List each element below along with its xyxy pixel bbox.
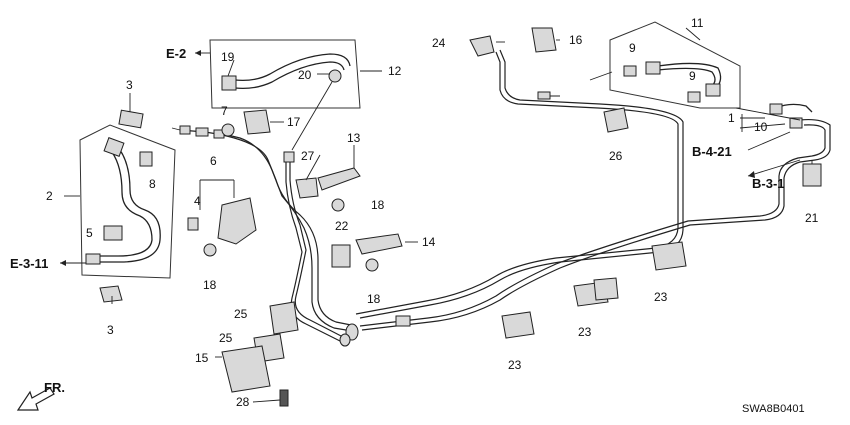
left-hose-assembly — [79, 109, 176, 303]
callout-16: 16 — [569, 33, 583, 47]
callout-18-c: 18 — [203, 278, 217, 292]
part-1-fittings — [739, 103, 813, 132]
callout-25-a: 25 — [234, 307, 248, 321]
callout-1: 1 — [728, 111, 735, 125]
callout-28: 28 — [236, 395, 250, 409]
callout-25-b: 25 — [219, 331, 233, 345]
callout-9-top: 9 — [629, 41, 636, 55]
part-11-assembly — [609, 21, 741, 109]
part-12-hose — [209, 39, 361, 151]
callout-6: 6 — [210, 154, 217, 168]
leader-lines — [64, 27, 801, 403]
callout-22: 22 — [335, 219, 349, 233]
callout-23-a: 23 — [508, 358, 522, 372]
callout-14: 14 — [422, 235, 436, 249]
part-21 — [802, 163, 822, 187]
callout-20: 20 — [298, 68, 312, 82]
callout-3-top: 3 — [126, 78, 133, 92]
ref-e311[interactable]: E-3-11 — [10, 256, 48, 271]
callout-3-bottom: 3 — [107, 323, 114, 337]
callout-19: 19 — [221, 50, 235, 64]
callout-24: 24 — [432, 36, 446, 50]
callout-15: 15 — [195, 351, 209, 365]
reference-arrows — [60, 50, 210, 266]
main-line-bundle — [171, 49, 831, 347]
callout-2: 2 — [46, 189, 53, 203]
callout-23-c: 23 — [654, 290, 668, 304]
ref-b421[interactable]: B-4-21 — [692, 144, 732, 159]
callout-11: 11 — [691, 16, 704, 30]
ref-e2[interactable]: E-2 — [166, 46, 186, 61]
callout-7: 7 — [221, 104, 228, 118]
callout-5: 5 — [86, 226, 93, 240]
callout-17: 17 — [287, 115, 301, 129]
callout-21: 21 — [805, 211, 819, 225]
callout-13: 13 — [347, 131, 361, 145]
callout-18-a: 18 — [371, 198, 385, 212]
callout-8: 8 — [149, 177, 156, 191]
callout-labels: 1 2 3 3 4 5 6 7 8 9 9 10 11 12 13 14 15 … — [46, 16, 819, 409]
callout-27: 27 — [301, 149, 315, 163]
direction-label: FR. — [44, 380, 65, 395]
ref-b31[interactable]: B-3-1 — [752, 176, 785, 191]
callout-12: 12 — [388, 64, 402, 78]
callout-23-b: 23 — [578, 325, 592, 339]
callout-10: 10 — [754, 120, 768, 134]
diagram-code: SWA8B0401 — [742, 403, 805, 415]
front-direction-arrow — [16, 387, 55, 411]
callout-26: 26 — [609, 149, 623, 163]
clips — [187, 27, 687, 407]
callout-18-b: 18 — [367, 292, 381, 306]
callout-9-bottom: 9 — [689, 69, 696, 83]
callout-4: 4 — [194, 194, 201, 208]
